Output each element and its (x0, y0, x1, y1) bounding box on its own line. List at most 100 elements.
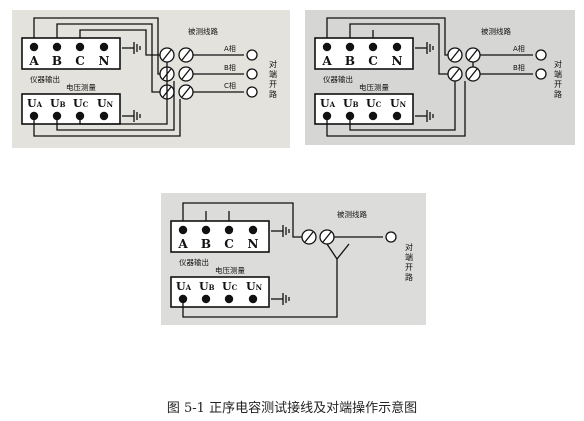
wire-b (56, 23, 160, 93)
far-end-label-char: 路 (405, 272, 413, 282)
output-terminal-B: B (52, 54, 62, 68)
measure-terminal-subscript: N (256, 283, 263, 292)
measure-wire-a (326, 81, 466, 137)
terminal-dot (201, 294, 211, 304)
terminal-dot (248, 225, 258, 235)
phase-label-1: A相 (224, 44, 236, 53)
measure-terminal-subscript: C (376, 100, 382, 109)
insulator-slash (181, 68, 191, 80)
insulator-slash (468, 49, 478, 61)
terminal-dot (99, 42, 109, 52)
output-terminal-A: A (321, 54, 332, 68)
terminal-dot (75, 42, 85, 52)
panel-background (12, 10, 290, 148)
far-end-label-char: 对 (405, 242, 413, 252)
far-end-node (246, 86, 258, 98)
measure-terminal-UA: UA (320, 97, 336, 110)
measure-wire-b (349, 81, 456, 131)
ground-icon (271, 225, 290, 237)
insulator-slash (322, 231, 332, 243)
wire-b (349, 23, 448, 75)
wire-a (182, 202, 302, 238)
measure-terminal-UC: UC (73, 97, 89, 110)
terminal-dot (368, 42, 378, 52)
ground-icon (271, 293, 290, 305)
far-end-label-char: 开 (554, 80, 562, 89)
measure-terminal-UB: UB (199, 280, 215, 293)
measure-wire-b (56, 81, 175, 131)
measure-terminal-subscript: B (60, 100, 66, 109)
phase-label-2: B相 (513, 63, 525, 72)
measure-terminal-UN: UN (246, 280, 263, 293)
output-terminal-C: C (224, 237, 234, 251)
far-end-label-char: 端 (269, 69, 277, 79)
phase-label-3: C相 (224, 81, 236, 90)
far-end-node (246, 68, 258, 80)
figure-caption: 图 5-1 正序电容测试接线及对端操作示意图 (166, 401, 418, 416)
terminal-dot (322, 42, 332, 52)
measure-wire-a (182, 243, 350, 318)
line-label: 被测线路 (481, 26, 511, 36)
measure-terminal-subscript: A (185, 283, 192, 292)
phase-label-2: B相 (224, 63, 236, 72)
output-terminal-C: C (368, 54, 378, 68)
wire-c (79, 29, 160, 56)
terminal-dot (201, 225, 211, 235)
terminal-dot (224, 225, 234, 235)
terminal-dot (392, 42, 402, 52)
output-label: 仪器输出 (179, 257, 209, 267)
measure-terminal-subscript: N (107, 100, 114, 109)
insulator-slash (181, 49, 191, 61)
measure-wire-c (79, 62, 168, 125)
output-terminal-N: N (392, 54, 403, 68)
line-label: 被测线路 (337, 209, 367, 219)
phase-label-1: A相 (513, 44, 525, 53)
far-end-label-char: 路 (554, 89, 562, 99)
insulator-slash (450, 49, 460, 61)
far-end-node (535, 68, 547, 80)
output-terminal-C: C (75, 54, 85, 68)
far-end-label-char: 路 (269, 89, 277, 99)
measure-terminal-subscript: A (329, 100, 336, 109)
measure-wire-a (33, 99, 181, 137)
measure-terminal-subscript: B (209, 283, 215, 292)
measure-terminal-UB: UB (50, 97, 66, 110)
measure-label: 电压测量 (215, 265, 245, 275)
far-end-node (535, 49, 547, 61)
insulator-slash (162, 49, 172, 61)
terminal-dot (224, 294, 234, 304)
wire-a (33, 17, 160, 75)
far-end-label-char: 开 (269, 80, 277, 89)
measure-terminal-UC: UC (222, 280, 238, 293)
measure-terminal-UC: UC (366, 97, 382, 110)
measure-terminal-UA: UA (27, 97, 43, 110)
far-end-label-char: 对 (269, 59, 277, 69)
output-terminal-A: A (177, 237, 188, 251)
far-end-node (385, 231, 397, 243)
measure-terminal-subscript: C (232, 283, 238, 292)
terminal-dot (178, 225, 188, 235)
measure-terminal-UN: UN (97, 97, 114, 110)
far-end-label-char: 开 (405, 263, 413, 272)
line-label: 被测线路 (188, 26, 218, 36)
output-label: 仪器输出 (323, 74, 353, 84)
output-terminal-N: N (248, 237, 259, 251)
insulator-slash (468, 68, 478, 80)
terminal-dot (392, 111, 402, 121)
terminal-dot (248, 294, 258, 304)
measure-label: 电压测量 (66, 82, 96, 92)
far-end-label-char: 端 (554, 69, 562, 79)
measure-label: 电压测量 (359, 82, 389, 92)
output-terminal-B: B (345, 54, 355, 68)
measure-wire-link (326, 243, 338, 260)
far-end-node (246, 49, 258, 61)
output-terminal-B: B (201, 237, 211, 251)
output-label: 仪器输出 (30, 74, 60, 84)
ground-icon (415, 42, 434, 54)
ground-icon (122, 110, 141, 122)
